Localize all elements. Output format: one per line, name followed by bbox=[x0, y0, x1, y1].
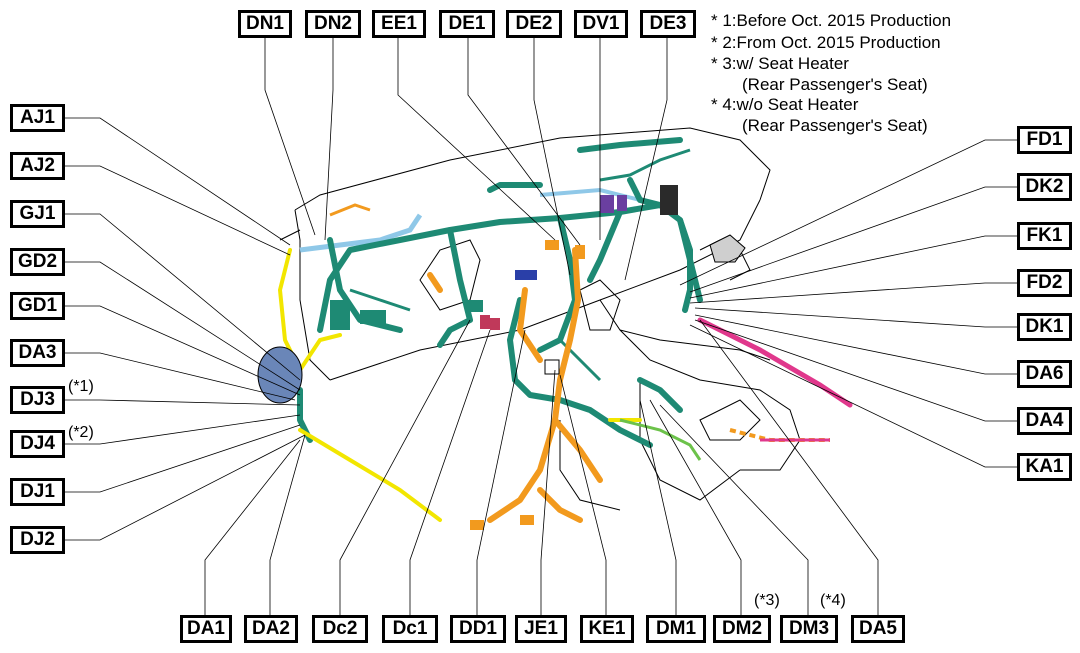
label-GD2: GD2 bbox=[10, 248, 65, 276]
label-DN1: DN1 bbox=[238, 10, 292, 38]
mark-star-1: (*1) bbox=[68, 378, 94, 395]
note-4-detail: (Rear Passenger's Seat) bbox=[742, 116, 928, 135]
mark-star-4: (*4) bbox=[820, 592, 846, 609]
label-DA5: DA5 bbox=[851, 615, 905, 643]
label-DK1: DK1 bbox=[1017, 313, 1072, 341]
label-FD1: FD1 bbox=[1017, 126, 1072, 154]
label-GD1: GD1 bbox=[10, 292, 65, 320]
label-DA6: DA6 bbox=[1017, 360, 1072, 388]
label-DD1: DD1 bbox=[450, 615, 506, 643]
glove-box-part bbox=[709, 234, 746, 263]
harness-orange-top bbox=[329, 203, 371, 217]
note-4: * 4:w/o Seat Heater bbox=[711, 95, 859, 114]
note-3: * 3:w/ Seat Heater bbox=[711, 54, 849, 73]
label-DN2: DN2 bbox=[305, 10, 361, 38]
harness-green bbox=[619, 418, 702, 461]
label-DE3: DE3 bbox=[640, 10, 696, 38]
label-DJ3: DJ3 bbox=[10, 386, 65, 414]
label-DM3: DM3 bbox=[780, 615, 838, 643]
note-3-detail: (Rear Passenger's Seat) bbox=[742, 75, 928, 94]
label-DJ1: DJ1 bbox=[10, 478, 65, 506]
note-2: * 2:From Oct. 2015 Production bbox=[711, 33, 941, 52]
label-DJ2: DJ2 bbox=[10, 526, 65, 554]
label-KE1: KE1 bbox=[580, 615, 634, 643]
label-DM1: DM1 bbox=[646, 615, 706, 643]
harness-orange-dash bbox=[729, 428, 830, 442]
note-1: * 1:Before Oct. 2015 Production bbox=[711, 11, 952, 30]
label-DA3: DA3 bbox=[10, 339, 65, 367]
label-GJ1: GJ1 bbox=[10, 200, 65, 228]
harness-light-blue bbox=[299, 213, 423, 253]
label-EE1: EE1 bbox=[372, 10, 426, 38]
label-DA2: DA2 bbox=[244, 615, 298, 643]
label-Dc1: Dc1 bbox=[382, 615, 438, 643]
label-FD2: FD2 bbox=[1017, 269, 1072, 297]
speaker-shape bbox=[257, 346, 303, 404]
label-AJ1: AJ1 bbox=[10, 104, 65, 132]
label-DE1: DE1 bbox=[439, 10, 495, 38]
label-DM2: DM2 bbox=[713, 615, 771, 643]
label-DV1: DV1 bbox=[574, 10, 628, 38]
label-DA1: DA1 bbox=[180, 615, 232, 643]
leader-lines bbox=[65, 38, 1017, 615]
mark-star-2: (*2) bbox=[68, 424, 94, 441]
label-KA1: KA1 bbox=[1017, 453, 1072, 481]
connectors bbox=[330, 185, 678, 530]
label-DA4: DA4 bbox=[1017, 407, 1072, 435]
label-FK1: FK1 bbox=[1017, 222, 1072, 250]
label-Dc2: Dc2 bbox=[312, 615, 368, 643]
harness-pink bbox=[697, 317, 853, 408]
label-DJ4: DJ4 bbox=[10, 430, 65, 458]
label-AJ2: AJ2 bbox=[10, 152, 65, 180]
label-DK2: DK2 bbox=[1017, 173, 1072, 201]
label-DE2: DE2 bbox=[506, 10, 562, 38]
mark-star-3: (*3) bbox=[754, 592, 780, 609]
label-JE1: JE1 bbox=[515, 615, 567, 643]
harness-orange bbox=[427, 247, 603, 523]
